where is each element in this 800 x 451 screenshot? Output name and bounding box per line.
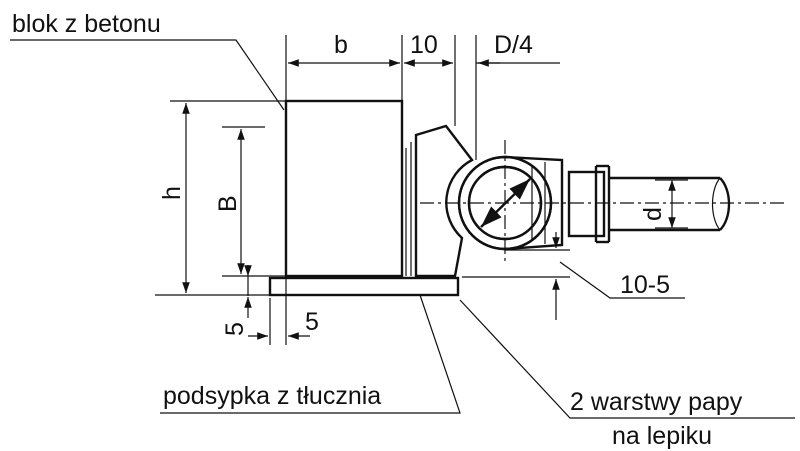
dimension-h-label: h	[158, 186, 186, 200]
dimension-b-label: b	[334, 31, 348, 59]
concrete-block-label: blok z betonu	[12, 10, 161, 38]
dimension-5-horizontal-label: 5	[305, 308, 319, 336]
dimension-big-b-label: B	[214, 195, 242, 212]
dimension-h: h	[158, 103, 190, 293]
label-crushed-stone-bed: podsypka z tłucznia	[160, 294, 461, 414]
dimension-b: b	[288, 31, 400, 67]
dimension-d-quarter-label: D/4	[494, 31, 533, 59]
dimension-10-5: 10-5	[462, 232, 685, 320]
saddle-block	[414, 124, 474, 278]
center-line	[420, 140, 785, 262]
dimension-big-b: B	[214, 129, 245, 274]
label-tar-paper: 2 warstwy papy na lepiku	[459, 299, 795, 450]
pipe	[567, 164, 731, 244]
dimension-d-label: d	[639, 207, 667, 221]
crushed-stone-bed-label: podsypka z tłucznia	[163, 382, 381, 410]
dimension-10: 10	[404, 31, 453, 67]
label-concrete-block: blok z betonu	[10, 10, 285, 111]
tar-paper-layers	[405, 142, 412, 276]
extension-lines-left	[155, 100, 286, 296]
crushed-stone-bed	[268, 276, 460, 297]
dimension-10-5-label: 10-5	[620, 271, 670, 299]
dimension-5-vertical: 5	[221, 265, 252, 336]
tar-paper-label-line2: na lepiku	[612, 422, 712, 450]
dimension-d-quarter: D/4	[476, 31, 560, 67]
dimension-5-vertical-label: 5	[221, 322, 249, 336]
extension-lines-top	[285, 35, 477, 160]
tar-paper-label-line1: 2 warstwy papy	[570, 388, 743, 416]
dimension-5-horizontal: 5	[248, 278, 319, 345]
dimension-d: d	[639, 179, 688, 229]
concrete-block	[284, 99, 404, 278]
dimension-10-label: 10	[410, 31, 438, 59]
